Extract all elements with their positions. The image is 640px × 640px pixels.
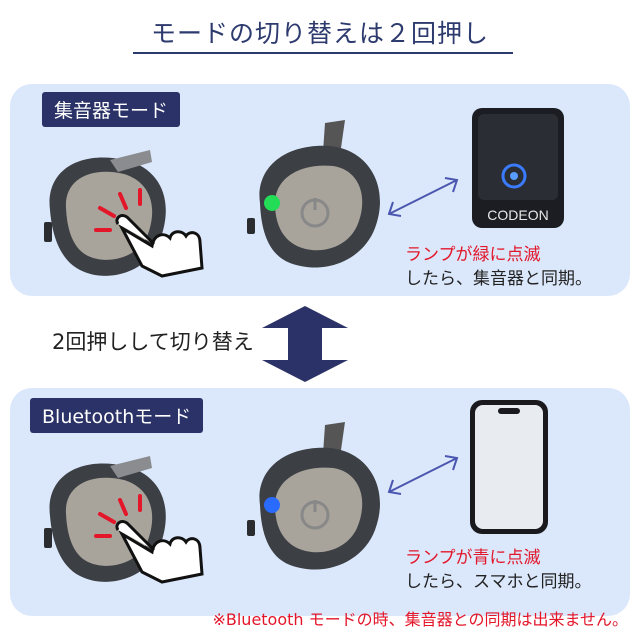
- earbud-green-lamp-image: [247, 120, 380, 268]
- hearing-mode-caption: ランプが緑に点滅 したら、集音器と同期。: [405, 243, 592, 291]
- footnote: ※Bluetooth モードの時、集音器との同期は出来ません。: [212, 610, 628, 629]
- tap-hand-icon-2: [94, 494, 204, 584]
- blue-lamp: [264, 497, 280, 513]
- earbud-blue-lamp-image: [247, 422, 380, 570]
- tap-hand-icon: [94, 188, 204, 278]
- bluetooth-lamp-text: ランプが青に点滅: [405, 548, 541, 568]
- codeon-transmitter-image: CODEON: [472, 108, 564, 228]
- bluetooth-mode-caption: ランプが青に点滅 したら、スマホと同期。: [405, 546, 592, 594]
- sync-arrow-icon: [387, 177, 459, 217]
- up-down-arrow-icon: [262, 306, 348, 382]
- bluetooth-result-text: したら、スマホと同期。: [405, 572, 592, 592]
- green-lamp: [264, 195, 280, 211]
- smartphone-image: [470, 400, 548, 534]
- bluetooth-mode-tag: Bluetoothモード: [30, 398, 204, 433]
- hearing-result-text: したら、集音器と同期。: [405, 269, 592, 289]
- hearing-lamp-text: ランプが緑に点滅: [405, 245, 541, 265]
- device-logo: CODEON: [487, 207, 548, 223]
- switch-label: 2回押しして切り替え: [52, 330, 254, 354]
- blue-led-icon: [501, 163, 527, 189]
- sync-arrow-icon-2: [387, 455, 459, 495]
- page-title: モードの切り替えは２回押し: [150, 19, 489, 48]
- hearing-mode-tag: 集音器モード: [42, 92, 181, 127]
- title-underline: [133, 52, 513, 54]
